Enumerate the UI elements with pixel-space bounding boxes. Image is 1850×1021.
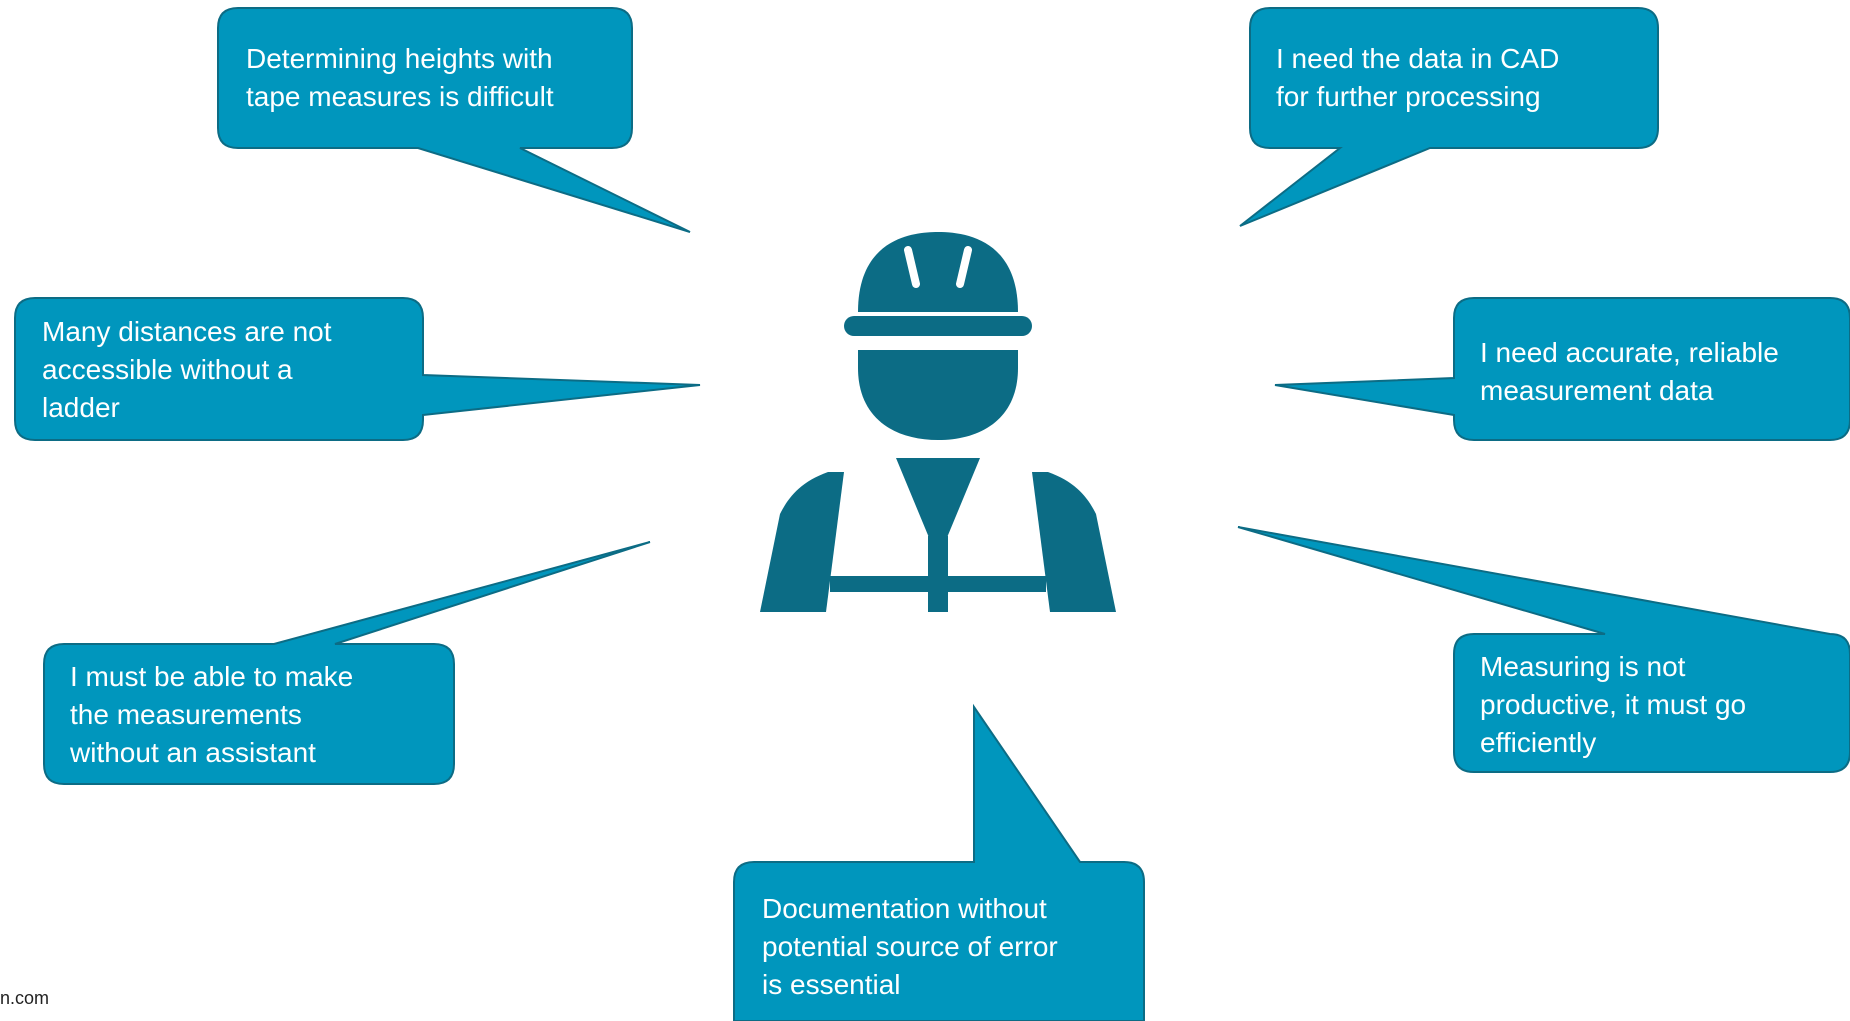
bubble-lower-left-text: I must be able to make the measurements … [70,661,354,768]
bubble-mid-left-text: Many distances are not accessible withou… [42,316,332,423]
bubble-mid-right-text: I need accurate, reliable measurement da… [1480,337,1779,406]
vest-belt [830,576,1046,592]
worker-left-shoulder [760,472,844,612]
hardhat-brim [844,316,1032,336]
hardhat-highlight-left [904,246,920,288]
vest-center-strap [928,536,948,612]
bubble-shape-lower-right [1237,526,1850,773]
worker-face [858,350,1018,440]
bubble-shape-mid-left [14,297,701,441]
worker-right-shoulder [1032,472,1116,612]
hardhat-dome [858,232,1018,312]
bubble-shape-top-right [1239,7,1659,227]
footer-text: n.com [0,988,50,1008]
construction-worker-icon [760,232,1116,612]
bubble-shape-mid-right [1274,297,1850,441]
bubble-shape-bottom [733,703,1145,1021]
bubble-shape-lower-left [43,541,651,785]
bubble-lower-right-text: Measuring is not productive, it must go … [1480,651,1747,758]
hardhat-highlight-right [956,246,972,288]
bubble-shape-top-left [217,7,691,233]
vest-collar-v [896,458,980,540]
bubble-top-right-text: I need the data in CAD for further proce… [1276,43,1560,112]
bubble-bottom-text: Documentation without potential source o… [762,893,1058,1000]
bubble-top-left-text: Determining heights with tape measures i… [246,43,554,112]
